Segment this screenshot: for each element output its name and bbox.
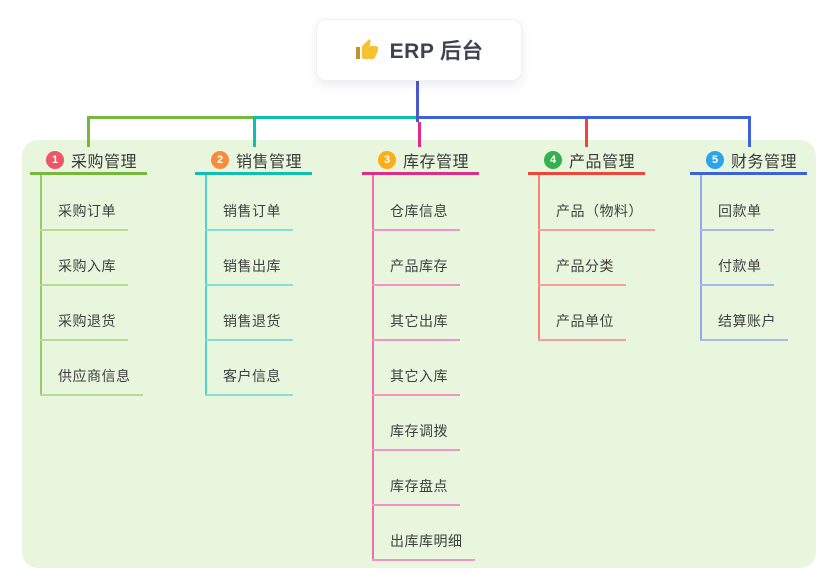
child-node[interactable]: 付款单 [700, 258, 774, 286]
child-node[interactable]: 销售订单 [205, 203, 293, 231]
branch-child-connector-line [538, 175, 540, 341]
child-node[interactable]: 采购订单 [40, 203, 128, 231]
branch-number-badge: 1 [46, 151, 64, 169]
child-node[interactable]: 出库库明细 [372, 533, 475, 561]
branch-underline [690, 172, 807, 175]
branch-underline [362, 172, 479, 175]
branch-number-badge: 3 [378, 151, 396, 169]
thumbs-up-icon [355, 39, 378, 59]
child-node[interactable]: 客户信息 [205, 368, 293, 396]
branch-drop-connector-line [253, 119, 256, 147]
child-node[interactable]: 库存盘点 [372, 478, 460, 506]
child-node[interactable]: 采购入库 [40, 258, 128, 286]
branches-panel [22, 140, 816, 568]
branch-label: 库存管理 [403, 154, 470, 171]
branch-drop-connector-line [585, 119, 588, 147]
branch-drop-connector-line [87, 119, 90, 147]
branch-underline [528, 172, 645, 175]
branch-label: 财务管理 [731, 154, 798, 171]
branch-drop-connector-line [748, 119, 751, 147]
child-node[interactable]: 产品单位 [538, 313, 626, 341]
child-node[interactable]: 其它出库 [372, 313, 460, 341]
branch-underline [30, 172, 147, 175]
child-node[interactable]: 销售退货 [205, 313, 293, 341]
branch-child-connector-line [372, 175, 374, 561]
child-node[interactable]: 采购退货 [40, 313, 128, 341]
branch-underline [195, 172, 312, 175]
branch-node-2[interactable]: 2 销售管理 [211, 150, 303, 171]
branch-drop-connector-line [418, 122, 421, 147]
branch-label: 采购管理 [71, 154, 138, 171]
branch-node-3[interactable]: 3 库存管理 [378, 150, 470, 171]
branch-label: 产品管理 [569, 154, 636, 171]
child-node[interactable]: 供应商信息 [40, 368, 143, 396]
child-node[interactable]: 销售出库 [205, 258, 293, 286]
branch-number-badge: 4 [544, 151, 562, 169]
branch-number-badge: 2 [211, 151, 229, 169]
branch-label: 销售管理 [236, 154, 303, 171]
child-node[interactable]: 产品（物料） [538, 203, 655, 231]
branch-child-connector-line [700, 175, 702, 341]
child-node[interactable]: 产品分类 [538, 258, 626, 286]
child-node[interactable]: 结算账户 [700, 313, 788, 341]
child-node[interactable]: 其它入库 [372, 368, 460, 396]
child-node[interactable]: 产品库存 [372, 258, 460, 286]
child-node[interactable]: 库存调拨 [372, 423, 460, 451]
root-node[interactable]: ERP 后台 [316, 19, 522, 81]
root-title: ERP 后台 [389, 40, 484, 63]
root-connector-line [416, 81, 419, 122]
branch-number-badge: 5 [706, 151, 724, 169]
child-node[interactable]: 仓库信息 [372, 203, 460, 231]
bus-connector-line [253, 116, 421, 119]
branch-node-1[interactable]: 1 采购管理 [46, 150, 138, 171]
bus-connector-line [87, 116, 256, 119]
branch-node-4[interactable]: 4 产品管理 [544, 150, 636, 171]
bus-connector-line [418, 116, 751, 119]
child-node[interactable]: 回款单 [700, 203, 774, 231]
branch-node-5[interactable]: 5 财务管理 [706, 150, 798, 171]
